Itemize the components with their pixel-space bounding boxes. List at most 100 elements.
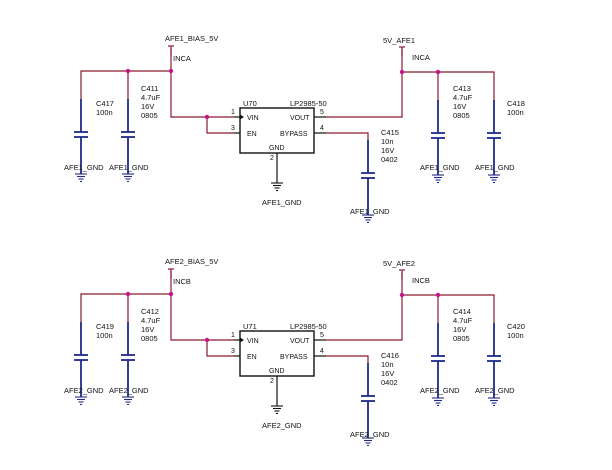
input-bulk-capacitor — [121, 99, 135, 174]
pin-name-vout: VOUT — [290, 115, 310, 122]
input-small-capacitor-value: 100n — [96, 108, 113, 117]
junction-dot — [204, 337, 210, 343]
input-small-capacitor-value: 100n — [96, 331, 113, 340]
output-small-capacitor — [487, 100, 501, 175]
input-small-gnd-label: AFE2_GND — [64, 386, 104, 395]
cap-ground-icon — [122, 396, 134, 406]
pin-name-gnd: GND — [269, 368, 285, 375]
bypass-capacitor-value: 16V — [381, 369, 394, 378]
regulator-part: LP2985-50 — [290, 99, 327, 108]
cap-ground-icon — [122, 173, 134, 183]
input-small-capacitor — [74, 322, 88, 397]
pin-number-gnd: 2 — [270, 155, 274, 162]
bypass-gnd-label: AFE1_GND — [350, 207, 390, 216]
vin-pin-arrow — [240, 114, 244, 120]
bypass-gnd-label: AFE2_GND — [350, 430, 390, 439]
junction-dot — [168, 68, 174, 74]
pin-number-bypass: 4 — [320, 125, 324, 132]
regulator-ground-icon — [271, 405, 283, 415]
input-bulk-gnd-label: AFE2_GND — [109, 386, 149, 395]
output-bulk-capacitor-ref: C414 — [453, 307, 471, 316]
pin-number-vout: 5 — [320, 332, 324, 339]
bypass-net — [326, 132, 369, 140]
cap-ground-icon — [488, 397, 500, 407]
output-small-gnd-label: AFE1_GND — [475, 163, 515, 172]
bypass-capacitor-value: 0402 — [381, 155, 398, 164]
output-small-capacitor-value: 100n — [507, 331, 524, 340]
bypass-capacitor — [361, 363, 375, 438]
pin-number-vout: 5 — [320, 109, 324, 116]
input-small-capacitor — [74, 99, 88, 174]
cap-ground-icon — [75, 396, 87, 406]
output-rail — [402, 294, 495, 323]
output-bulk-capacitor-value: 16V — [453, 102, 466, 111]
bypass-capacitor-value: 10n — [381, 360, 394, 369]
cap-ground-icon — [432, 397, 444, 407]
junction-dot — [435, 292, 441, 298]
regulator-body — [239, 107, 315, 154]
cap-ground-icon — [362, 214, 374, 224]
output-wire-label: INCB — [412, 276, 430, 285]
input-bulk-capacitor-ref: C411 — [141, 84, 158, 93]
bypass-net — [326, 355, 369, 363]
output-bulk-capacitor-value: 0805 — [453, 111, 470, 120]
pin-name-gnd: GND — [269, 145, 285, 152]
output-bulk-capacitor — [431, 323, 445, 398]
output-bulk-capacitor-value: 4.7uF — [453, 93, 473, 102]
output-bulk-capacitor-value: 0805 — [453, 334, 470, 343]
input-small-gnd-label: AFE1_GND — [64, 163, 104, 172]
input-bulk-capacitor-value: 0805 — [141, 334, 158, 343]
junction-dot — [399, 69, 405, 75]
bypass-capacitor-ref: C416 — [381, 351, 399, 360]
en-tie — [206, 340, 234, 357]
input-bulk-capacitor-value: 0805 — [141, 111, 158, 120]
junction-dot — [435, 69, 441, 75]
cap-ground-icon — [75, 173, 87, 183]
bypass-capacitor-value: 0402 — [381, 378, 398, 387]
output-trunk — [326, 272, 403, 341]
pin-number-bypass: 4 — [320, 348, 324, 355]
input-bulk-capacitor-value: 4.7uF — [141, 93, 161, 102]
output-net-label: 5V_AFE2 — [383, 259, 415, 268]
input-net-label: AFE2_BIAS_5V — [165, 257, 218, 266]
output-trunk — [326, 49, 403, 118]
input-wire-label: INCA — [173, 54, 191, 63]
pin-name-vout: VOUT — [290, 338, 310, 345]
output-net-label: 5V_AFE1 — [383, 36, 415, 45]
bypass-capacitor-ref: C415 — [381, 128, 399, 137]
regulator-part: LP2985-50 — [290, 322, 327, 331]
input-bulk-capacitor-value: 4.7uF — [141, 316, 161, 325]
pin-number-en: 3 — [231, 125, 235, 132]
regulator-ref: U70 — [243, 99, 257, 108]
input-bulk-gnd-label: AFE1_GND — [109, 163, 149, 172]
input-bulk-capacitor-ref: C412 — [141, 307, 159, 316]
input-bulk-capacitor-value: 16V — [141, 325, 154, 334]
cap-ground-icon — [362, 437, 374, 447]
pin-name-bypass: BYPASS — [280, 354, 308, 361]
regulator-gnd-label: AFE1_GND — [262, 198, 302, 207]
input-rail — [80, 70, 171, 99]
bypass-capacitor-value: 10n — [381, 137, 394, 146]
cap-ground-icon — [432, 174, 444, 184]
input-small-capacitor-ref: C419 — [96, 322, 114, 331]
vin-pin-arrow — [240, 337, 244, 343]
output-small-capacitor-value: 100n — [507, 108, 524, 117]
junction-dot — [125, 68, 131, 74]
output-bulk-gnd-label: AFE1_GND — [420, 163, 460, 172]
input-rail — [80, 293, 171, 322]
pin-number-en: 3 — [231, 348, 235, 355]
input-bulk-capacitor — [121, 322, 135, 397]
bypass-capacitor — [361, 140, 375, 215]
junction-dot — [168, 291, 174, 297]
input-small-capacitor-ref: C417 — [96, 99, 114, 108]
output-bulk-gnd-label: AFE2_GND — [420, 386, 460, 395]
input-net-label: AFE1_BIAS_5V — [165, 34, 218, 43]
output-small-gnd-label: AFE2_GND — [475, 386, 515, 395]
regulator-ref: U71 — [243, 322, 257, 331]
output-bulk-capacitor-value: 16V — [453, 325, 466, 334]
output-wire-label: INCA — [412, 53, 430, 62]
input-bulk-capacitor-value: 16V — [141, 102, 154, 111]
output-bulk-capacitor-value: 4.7uF — [453, 316, 473, 325]
